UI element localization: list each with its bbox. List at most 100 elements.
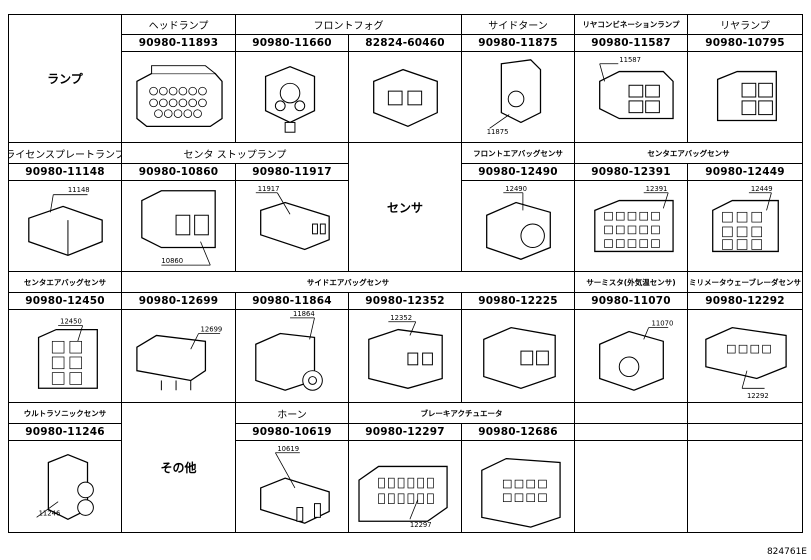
callout-label: 12699: [201, 326, 223, 334]
ultrasonic-connector-drawing: 11246: [36, 454, 94, 520]
callout-label: 12391: [646, 185, 668, 193]
header-center-airbag-sensor: センタエアバッグセンサ: [574, 142, 803, 164]
part-number: 90980-12352: [348, 292, 462, 310]
side-airbag-connector-drawing: 11864: [255, 310, 323, 391]
connector-illustration: 12352: [348, 309, 462, 403]
empty-header: [687, 402, 803, 424]
connector-illustration: [348, 51, 462, 143]
part-number: 90980-11246: [8, 423, 122, 441]
part-number: 90980-11864: [235, 292, 349, 310]
callout-label: 10860: [161, 257, 183, 265]
side-airbag-connector-drawing: 12352: [368, 314, 443, 389]
connector-illustration: [121, 51, 236, 143]
connector-illustration: [461, 309, 575, 403]
part-number: 90980-11917: [235, 163, 349, 181]
brake-actuator-connector-drawing: 12297: [358, 465, 448, 529]
callout-label: 11875: [487, 128, 509, 136]
header-headlamp: ヘッドランプ: [121, 14, 236, 35]
connector-illustration: 12490: [461, 180, 575, 272]
callout-label: 12450: [60, 318, 82, 326]
part-number: 90980-12449: [687, 163, 803, 181]
front-airbag-connector-drawing: 12490: [486, 185, 551, 260]
empty-header: [574, 402, 688, 424]
connector-illustration: 11587: [574, 51, 688, 143]
empty-part-number: [574, 423, 688, 441]
center-stop-lamp-connector-drawing: 11917: [255, 185, 330, 251]
figure-code: 824761E: [766, 547, 807, 557]
horn-connector-drawing: 10619: [260, 445, 330, 524]
radar-connector-drawing: 12292: [705, 326, 787, 400]
header-millimeter-wave-radar-sensor: ミリメータウェーブレーダセンサ: [687, 271, 803, 293]
header-side-turn: サイドターン: [461, 14, 575, 35]
part-number: 90980-11893: [121, 34, 236, 52]
connector-illustration: [687, 51, 803, 143]
side-turn-connector-drawing: 11875: [487, 59, 542, 136]
front-fog-connector-drawing: [264, 65, 316, 133]
header-ultrasonic-sensor: ウルトラソニックセンサ: [8, 402, 122, 424]
rear-lamp-connector-drawing: [716, 70, 777, 122]
part-number: 90980-12292: [687, 292, 803, 310]
thermistor-connector-drawing: 11070: [599, 320, 673, 391]
part-number: 90980-12297: [348, 423, 462, 441]
connector-illustration: 11864: [235, 309, 349, 403]
connector-illustration: 11875: [461, 51, 575, 143]
category-lamp: ランプ: [8, 14, 122, 143]
callout-label: 11148: [68, 186, 90, 194]
side-airbag-connector-drawing: 12699: [136, 326, 223, 391]
connector-illustration: 12699: [121, 309, 236, 403]
callout-label: 10619: [277, 445, 299, 453]
header-horn: ホーン: [235, 402, 349, 424]
header-center-airbag-sensor: センタエアバッグセンサ: [8, 271, 122, 293]
side-airbag-connector-drawing: [483, 326, 556, 389]
part-number: 90980-12699: [121, 292, 236, 310]
connector-illustration: 10619: [235, 440, 349, 533]
part-number: 90980-12686: [461, 423, 575, 441]
connector-illustration: [461, 440, 575, 533]
empty-part-number: [687, 423, 803, 441]
part-number: 90980-12391: [574, 163, 688, 181]
callout-label: 12490: [505, 185, 527, 193]
center-airbag-connector-drawing: 12450: [37, 318, 98, 389]
connector-illustration: 12297: [348, 440, 462, 533]
category-other: その他: [121, 402, 236, 533]
header-side-airbag-sensor: サイドエアバッグセンサ: [121, 271, 575, 293]
empty-cell: [574, 440, 688, 533]
part-number: 90980-11587: [574, 34, 688, 52]
headlamp-connector-drawing: [136, 65, 223, 127]
connector-illustration: 11070: [574, 309, 688, 403]
header-center-stop-lamp: センタ ストップランプ: [121, 142, 349, 164]
callout-label: 12352: [390, 314, 412, 322]
center-stop-lamp-connector-drawing: 10860: [141, 190, 216, 266]
header-front-airbag-sensor: フロントエアバッグセンサ: [461, 142, 575, 164]
empty-cell: [687, 440, 803, 533]
header-front-fog: フロントフォグ: [235, 14, 462, 35]
connector-illustration: 12391: [574, 180, 688, 272]
part-number: 90980-11070: [574, 292, 688, 310]
part-number: 90980-12225: [461, 292, 575, 310]
center-airbag-connector-drawing: 12391: [594, 185, 674, 253]
brake-actuator-connector-drawing: [481, 457, 561, 528]
callout-label: 12292: [747, 392, 769, 400]
license-lamp-connector-drawing: 11148: [28, 186, 103, 257]
part-number: 90980-12490: [461, 163, 575, 181]
header-rear-combination-lamp: リヤコンビネーションランプ: [574, 14, 688, 35]
connector-illustration: 12449: [687, 180, 803, 272]
header-license-plate-lamp: ライセンスプレートランプ: [8, 142, 122, 164]
part-number: 90980-11148: [8, 163, 122, 181]
connector-illustration: 11917: [235, 180, 349, 272]
center-airbag-connector-drawing: 12449: [712, 185, 779, 253]
callout-label: 12449: [751, 185, 773, 193]
callout-label: 11917: [258, 185, 280, 193]
front-fog-connector-drawing: [373, 68, 438, 128]
connector-illustration: 11148: [8, 180, 122, 272]
part-number: 90980-10795: [687, 34, 803, 52]
connector-illustration: [235, 51, 349, 143]
callout-label: 11246: [39, 509, 61, 517]
category-sensor: センサ: [348, 142, 462, 272]
part-number: 90980-10619: [235, 423, 349, 441]
connector-illustration: 12292: [687, 309, 803, 403]
part-number: 90980-10860: [121, 163, 236, 181]
callout-label: 12297: [410, 521, 432, 529]
connector-illustration: 12450: [8, 309, 122, 403]
